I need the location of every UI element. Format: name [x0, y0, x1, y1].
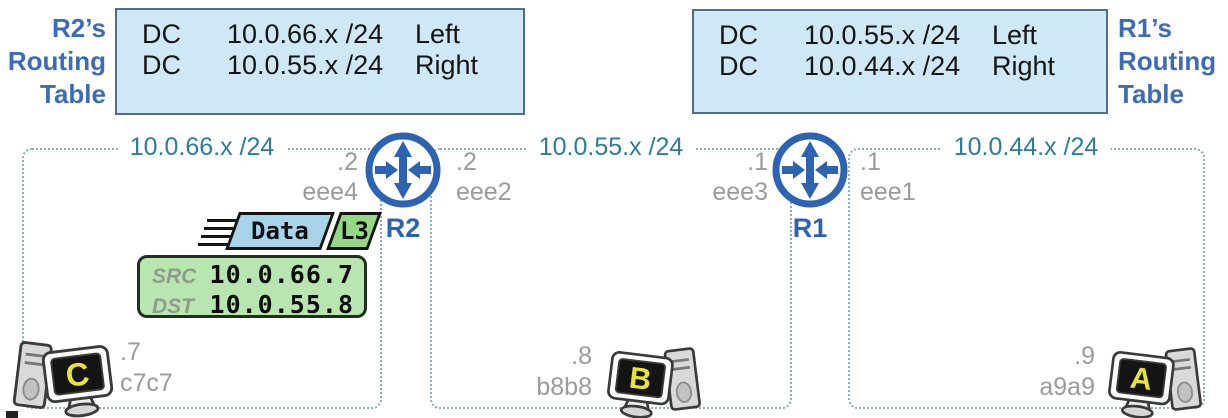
route-interface: Left	[992, 20, 1038, 50]
src-row: SRC 10.0.66.7	[152, 261, 354, 291]
interface-address: .1	[860, 148, 881, 176]
network-label-55: 10.0.55.x /24	[526, 133, 696, 162]
computer-c-icon: C	[12, 341, 114, 418]
host-address: .8	[571, 342, 592, 370]
packet-l3-label: L3	[339, 217, 369, 245]
network-label-66: 10.0.66.x /24	[117, 133, 287, 162]
src-label: SRC	[152, 265, 197, 288]
interface-name: eee3	[712, 178, 768, 206]
screen	[1115, 358, 1167, 399]
screen	[50, 352, 105, 396]
speed-line	[198, 243, 228, 246]
host-mac: b8b8	[536, 373, 592, 401]
host-letter: B	[627, 362, 653, 397]
router-r2-label: R2	[385, 213, 421, 243]
routing-table-row: DC 10.0.55.x /24 Right	[117, 50, 523, 81]
interface-name: eee2	[456, 178, 512, 206]
computer-b-icon: B	[607, 347, 701, 418]
route-interface: Right	[992, 51, 1056, 81]
packet: Data L3	[225, 212, 382, 250]
host-address: .9	[1074, 342, 1095, 370]
routing-table-row: DC 10.0.44.x /24 Right	[694, 51, 1106, 82]
route-interface: Right	[415, 50, 479, 80]
r2-routing-table: DC 10.0.66.x /24 Left DC 10.0.55.x /24 R…	[115, 8, 525, 115]
route-network: 10.0.44.x /24	[804, 51, 961, 81]
host-b-label: .8 b8b8	[470, 341, 592, 403]
interface-name: eee4	[302, 178, 358, 206]
r1-right-interface: .1 eee1	[860, 147, 916, 207]
route-network: 10.0.55.x /24	[227, 50, 384, 80]
route-interface: Left	[415, 19, 461, 49]
r1-left-interface: .1 eee3	[648, 147, 768, 207]
host-a-label: .9 a9a9	[973, 341, 1095, 403]
bottom-left-artifact	[6, 411, 18, 418]
r2-right-interface: .2 eee2	[456, 147, 512, 207]
host-letter: C	[64, 355, 92, 394]
dst-label: DST	[152, 295, 194, 318]
route-type: DC	[142, 19, 181, 49]
route-network: 10.0.55.x /24	[804, 20, 961, 50]
r2-left-interface: .2 eee4	[238, 147, 358, 207]
title-line: Routing	[7, 46, 106, 76]
title-line: R1’s	[1118, 13, 1172, 43]
speed-line	[201, 235, 231, 238]
route-type: DC	[719, 51, 758, 81]
network-label-44: 10.0.44.x /24	[941, 133, 1111, 162]
r1-routing-table-title: R1’s Routing Table	[1118, 12, 1228, 111]
r2-routing-table-title: R2’s Routing Table	[0, 12, 106, 111]
packet-address-box: SRC 10.0.66.7 DST 10.0.55.8	[137, 255, 367, 321]
router-r1-icon	[772, 132, 848, 208]
interface-address: .2	[337, 148, 358, 176]
dst-value: 10.0.55.8	[209, 290, 354, 319]
routing-table-row: DC 10.0.66.x /24 Left	[117, 19, 523, 50]
route-type: DC	[719, 20, 758, 50]
router-r2-icon	[365, 132, 441, 208]
router-r1-label: R1	[792, 213, 828, 243]
route-network: 10.0.66.x /24	[227, 19, 384, 49]
src-value: 10.0.66.7	[209, 260, 354, 289]
r1-routing-table: DC 10.0.55.x /24 Left DC 10.0.44.x /24 R…	[692, 9, 1108, 114]
host-mac: c7c7	[120, 369, 173, 397]
interface-name: eee1	[860, 178, 916, 206]
packet-data-label: Data	[251, 217, 309, 245]
interface-address: .2	[456, 148, 477, 176]
speed-line	[207, 219, 237, 222]
host-letter: A	[1128, 362, 1154, 397]
title-line: R2’s	[52, 13, 106, 43]
title-line: Routing	[1118, 46, 1217, 76]
route-type: DC	[142, 50, 181, 80]
packet-data-segment: Data	[225, 212, 335, 250]
speed-line	[204, 227, 234, 230]
title-line: Table	[40, 79, 106, 109]
host-address: .7	[120, 338, 141, 366]
host-c-label: .7 c7c7	[120, 337, 173, 399]
host-mac: a9a9	[1039, 373, 1095, 401]
dst-row: DST 10.0.55.8	[152, 291, 354, 321]
title-line: Table	[1118, 79, 1184, 109]
screen	[614, 358, 666, 399]
interface-address: .1	[747, 148, 768, 176]
computer-a-icon: A	[1108, 347, 1202, 418]
routing-table-row: DC 10.0.55.x /24 Left	[694, 20, 1106, 51]
